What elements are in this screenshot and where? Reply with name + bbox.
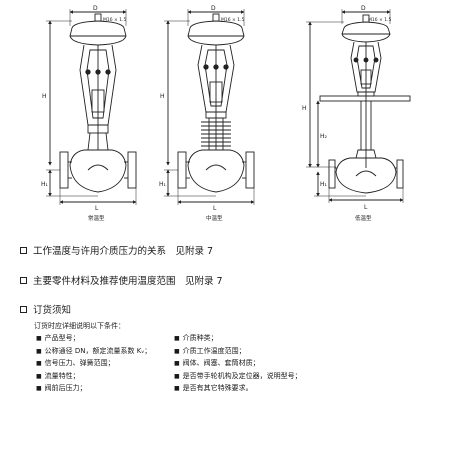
- dim-h2-3: H₂: [320, 133, 328, 140]
- checkbox-square-icon: [20, 276, 27, 284]
- section-order-notes: 订货须知: [20, 302, 71, 316]
- dim-d-1: D: [93, 5, 98, 12]
- order-list-left: 产品型号； 公称通径 DN，额定流量系数 Kᵥ； 信号压力、弹簧范围； 流量特性…: [36, 332, 152, 395]
- dim-thread-2: M16 × 1.5: [221, 17, 245, 23]
- section-title: 订货须知: [33, 305, 72, 316]
- list-item: 是否带手轮机构及定位器，说明型号；: [174, 370, 302, 383]
- caption-medium-temp: 中温型: [206, 216, 223, 222]
- section-title: 工作温度与许用介质压力的关系 见附录 7: [33, 246, 214, 257]
- list-item: 介质工作温度范围；: [174, 345, 302, 358]
- dim-l-2: L: [213, 205, 217, 212]
- checkbox-square-icon: [20, 305, 27, 313]
- dim-h-2: H: [160, 93, 165, 100]
- section-materials: 主要零件材料及推荐使用温度范围 见附录 7: [20, 273, 223, 287]
- dim-h-3: H: [302, 105, 307, 112]
- caption-normal-temp: 常温型: [88, 216, 105, 222]
- list-item: 流量特性；: [36, 370, 151, 383]
- list-item: 公称通径 DN，额定流量系数 Kᵥ；: [36, 345, 152, 358]
- order-intro: 订货时应详细说明以下条件：: [34, 322, 125, 330]
- checkbox-square-icon: [20, 246, 27, 254]
- list-item: 是否有其它特殊要求。: [174, 382, 302, 395]
- dim-h-1: H: [42, 93, 47, 100]
- valve-normal-temp: [46, 9, 137, 205]
- dim-h1-1: H₁: [41, 181, 49, 188]
- valve-medium-temp: [164, 9, 255, 205]
- caption-low-temp: 低温型: [355, 216, 372, 222]
- dim-l-1: L: [95, 205, 99, 212]
- list-item: 信号压力、弹簧范围；: [36, 357, 151, 370]
- dim-h1-2: H₁: [159, 181, 167, 188]
- dim-d-3: D: [361, 5, 366, 12]
- list-item: 产品型号；: [36, 332, 151, 345]
- section-title: 主要零件材料及推荐使用温度范围 见附录 7: [33, 276, 223, 287]
- list-item: 介质种类；: [174, 332, 302, 345]
- order-list-right: 介质种类； 介质工作温度范围； 阀体、阀塞、套筒材质； 是否带手轮机构及定位器，…: [174, 332, 302, 395]
- dim-thread-3: M16 × 1.5: [368, 17, 392, 23]
- dim-l-3: L: [364, 204, 368, 211]
- section-temperature-pressure: 工作温度与许用介质压力的关系 见附录 7: [20, 243, 213, 257]
- list-item: 阀前后压力；: [36, 382, 151, 395]
- dim-d-2: D: [211, 5, 216, 12]
- valve-drawings: D M16 × 1.5 H H₁ L D M16 × 1.5 H H₁ L D …: [41, 5, 411, 212]
- valve-low-temp: [306, 9, 411, 203]
- dim-thread-1: M16 × 1.5: [103, 17, 127, 23]
- list-item: 阀体、阀塞、套筒材质；: [174, 357, 302, 370]
- dim-h1-3: H₁: [320, 181, 328, 188]
